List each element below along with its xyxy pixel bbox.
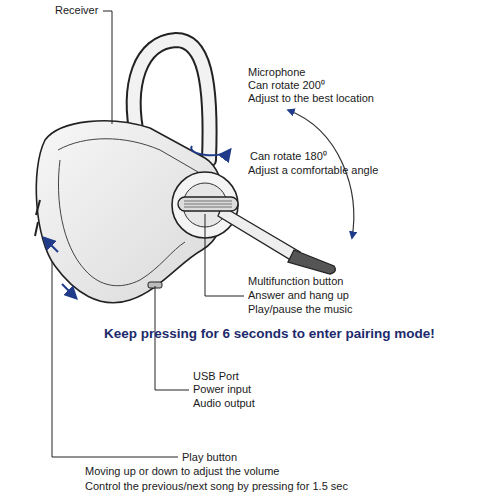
part-note: Can rotate 200⁰: [248, 79, 325, 92]
part-note: Adjust a comfortable angle: [248, 164, 378, 177]
part-note: Can rotate 180⁰: [250, 150, 327, 163]
part-note: Play/pause the music: [248, 303, 353, 316]
part-note: Control the previous/next song by pressi…: [85, 480, 348, 493]
part-name: USB Port: [193, 370, 239, 383]
part-name: Multifunction button: [248, 275, 343, 288]
pairing-note: Keep pressing for 6 seconds to enter pai…: [104, 326, 435, 342]
part-name: Microphone: [248, 66, 305, 79]
rotation-arrows: [44, 110, 354, 298]
part-name: Receiver: [55, 4, 98, 17]
microphone-boom: [172, 172, 335, 274]
part-note: Answer and hang up: [248, 289, 349, 302]
part-note: Power input: [193, 383, 251, 396]
part-note: Moving up or down to adjust the volume: [85, 465, 279, 478]
part-name: Play button: [182, 451, 237, 464]
part-note: Adjust to the best location: [248, 92, 374, 105]
part-note: Audio output: [193, 397, 255, 410]
